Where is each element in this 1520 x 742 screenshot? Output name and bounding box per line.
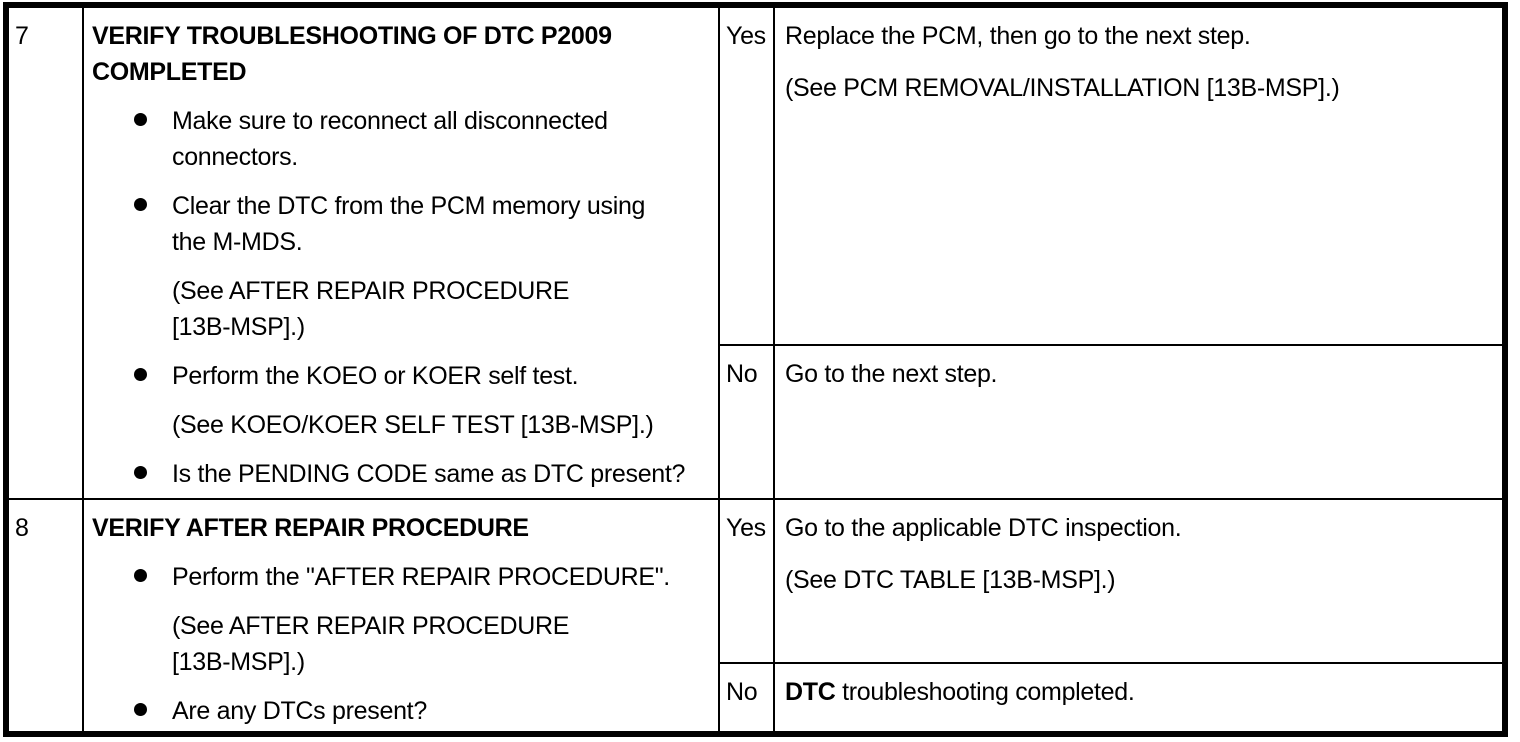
see-reference: (See KOEO/KOER SELF TEST [13B-MSP].) [172,411,654,439]
inspection-cell: VERIFY AFTER REPAIR PROCEDURE Perform the… [84,500,718,731]
answer-yes-cell: Yes [720,500,773,662]
step-number-cell: 7 [9,8,82,498]
action-text: DTC troubleshooting completed. [785,678,1135,706]
action-no-cell: Go to the next step. [775,346,1502,498]
see-reference: (See AFTER REPAIR PROCEDURE[13B-MSP].) [172,277,570,341]
action-text: Go to the next step. [785,360,998,388]
step-number-cell: 8 [9,500,82,731]
answer-no-cell: No [720,664,773,731]
bullet-item: Is the PENDING CODE same as DTC present? [92,456,712,492]
bullet-item: Are any DTCs present? [92,693,712,729]
action-text: Replace the PCM, then go to the next ste… [785,22,1251,50]
answer-yes-cell: Yes [720,8,773,344]
action-text: (See PCM REMOVAL/INSTALLATION [13B-MSP].… [785,74,1340,102]
step-title: VERIFY AFTER REPAIR PROCEDURE [92,514,529,542]
action-yes-cell: Replace the PCM, then go to the next ste… [775,8,1502,344]
action-text: Go to the applicable DTC inspection. [785,514,1182,542]
action-no-cell: DTC troubleshooting completed. [775,664,1502,731]
bullet-item: Perform the KOEO or KOER self test. [92,358,712,394]
see-reference: (See AFTER REPAIR PROCEDURE[13B-MSP].) [172,612,570,676]
answer-no-cell: No [720,346,773,498]
action-text: (See DTC TABLE [13B-MSP].) [785,566,1116,594]
bullet-item: Perform the "AFTER REPAIR PROCEDURE". [92,559,712,595]
action-yes-cell: Go to the applicable DTC inspection. (See… [775,500,1502,662]
